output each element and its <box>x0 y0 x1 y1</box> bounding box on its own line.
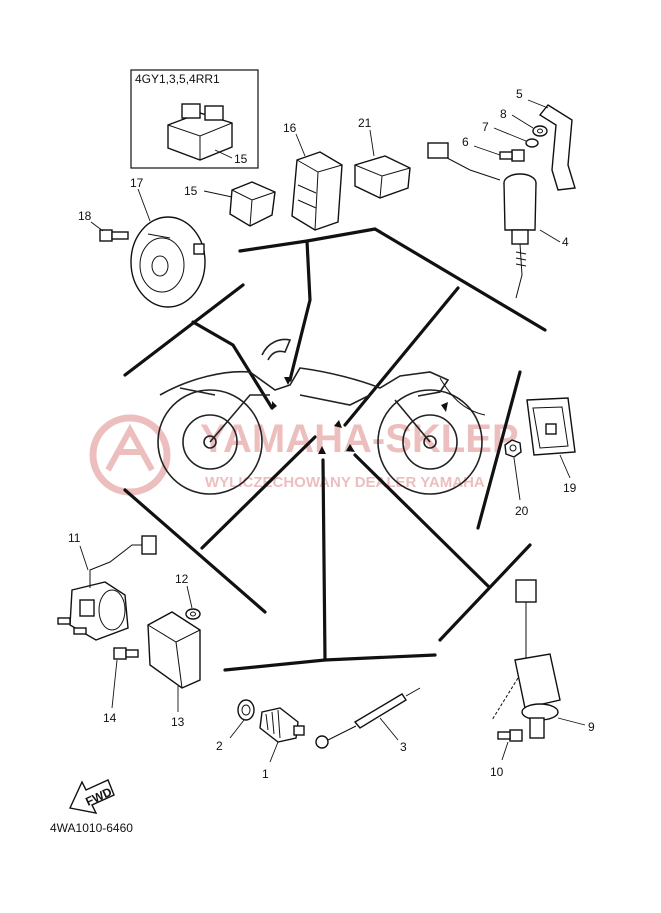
part-label-6: 6 <box>462 135 469 149</box>
part-15-relay: 15 <box>184 181 276 227</box>
part-label-16: 16 <box>283 121 297 135</box>
part-label-21: 21 <box>358 116 372 130</box>
part-1-switch: 1 <box>259 707 305 781</box>
part-label-11: 11 <box>68 531 81 545</box>
part-label-13: 13 <box>171 715 185 729</box>
inset-box: 4GY1,3,5,4RR1 15 <box>130 69 259 169</box>
frame-leaders <box>123 227 547 672</box>
part-2-gasket: 2 <box>216 699 255 753</box>
part-label-14: 14 <box>103 711 117 725</box>
part-18-bolt: 18 <box>78 209 129 242</box>
part-3-cable: 3 <box>315 687 421 754</box>
part-16-coupler: 16 <box>283 121 343 231</box>
part-8-washer: 8 <box>500 107 548 137</box>
part-label-20: 20 <box>515 504 529 518</box>
inset-label: 4GY1,3,5,4RR1 <box>135 72 220 86</box>
relay-icon <box>167 103 233 161</box>
part-label-1: 1 <box>262 767 269 781</box>
part-14-bolt: 14 <box>103 647 139 725</box>
part-12-washer: 12 <box>175 572 201 620</box>
part-label-7: 7 <box>482 120 489 134</box>
part-13-cover: 13 <box>147 611 201 729</box>
motorcycle-outline <box>157 338 483 495</box>
watermark-title: YAMAHA-SKLEP <box>200 417 519 461</box>
part-7-washer: 7 <box>482 120 539 148</box>
part-label-4: 4 <box>562 235 569 249</box>
part-label-9: 9 <box>588 720 595 734</box>
fwd-label: FWD <box>83 784 114 808</box>
part-label-2: 2 <box>216 739 223 753</box>
part-21-relay: 21 <box>354 116 411 199</box>
part-label-18: 18 <box>78 209 92 223</box>
watermark-subtitle: WYLICZECHOWANY DEALER YAMAHA <box>205 474 485 491</box>
part-6-bolt: 6 <box>462 135 525 162</box>
part-11-starter-relay: 11 <box>57 531 157 641</box>
part-4-switch: 4 <box>427 142 569 299</box>
part-label-3: 3 <box>400 740 407 754</box>
part-label-12: 12 <box>175 572 189 586</box>
part-19-flasher: 19 <box>526 397 577 495</box>
watermark: YAMAHA-SKLEP WYLICZECHOWANY DEALER YAMAH… <box>89 414 519 496</box>
diagram-code: 4WA1010-6460 <box>50 821 133 835</box>
part-label-8: 8 <box>500 107 507 121</box>
part-9-sensor: 9 <box>491 579 595 739</box>
part-label-15-inset: 15 <box>234 152 248 166</box>
part-label-17: 17 <box>130 176 144 190</box>
part-label-10: 10 <box>490 765 504 779</box>
part-20-nut: 20 <box>504 439 529 518</box>
part-label-5: 5 <box>516 87 523 101</box>
part-17-horn: 17 <box>130 176 206 308</box>
part-10-bolt: 10 <box>490 729 523 779</box>
fwd-arrow-icon: FWD <box>68 779 115 814</box>
part-label-19: 19 <box>563 481 577 495</box>
pointer-arrows <box>272 377 486 454</box>
part-label-15: 15 <box>184 184 198 198</box>
part-5-bracket: 5 <box>516 87 576 191</box>
